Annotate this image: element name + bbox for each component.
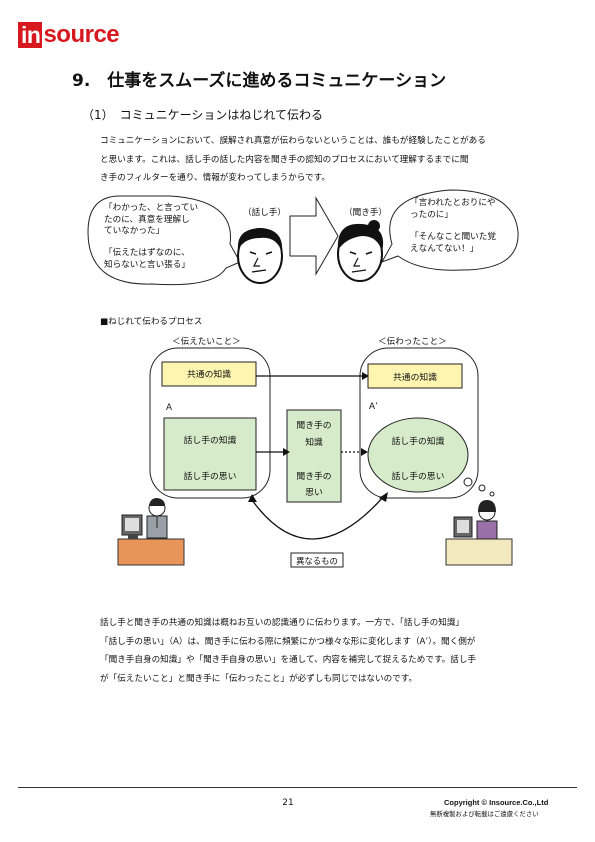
left-section-label: ＜伝えたいこと＞ [172,337,241,347]
listener-label: （聞き手） [344,208,387,218]
section-subtitle: （1） コミュニケーションはねじれて伝わる [82,108,324,122]
footer-divider [18,787,577,788]
quote-line: ていなかった」 [104,226,165,236]
received-thought-bubble [367,417,469,493]
left-speech-bubble [87,195,241,286]
diagram-caption: ■ねじれて伝わるプロセス [100,317,203,327]
label-a-prime: A’ [369,402,378,412]
conclusion-line: 話し手と聞き手の共通の知識は概ねお互いの認識通りに伝わります。一方で、「話し手の… [100,618,465,628]
conclusion-paragraph: 話し手と聞き手の共通の知識は概ねお互いの認識通りに伝わります。一方で、「話し手の… [100,614,530,688]
logo-in: in [18,22,43,48]
different-box [290,552,344,568]
right-quote-2: 「そんなこと聞いた覚 えなんてない！」 [410,232,496,255]
common-knowledge-right: 共通の知識 [393,373,437,383]
quote-line: えなんてない！」 [410,243,479,254]
logo-source: source [43,21,120,48]
speaker-knowledge: 話し手の知識 [183,436,237,446]
intro-line: き手のフィルターを通り、情報が変わってしまうからです。 [100,173,330,183]
copyright: Copyright © Insource.Co.,Ltd [444,798,549,807]
listener-thought-line: 思い [305,488,323,498]
common-knowledge-left-box [161,361,257,387]
left-quote-1: 「わかった、と言ってい たのに、真意を理解し ていなかった」 [104,203,198,238]
quote-line: 知らないと言い張る」 [104,259,190,270]
received-knowledge: 話し手の知識 [391,437,445,447]
intro-line: と思います。これは、話し手の話した内容を聞き手の認知のプロセスにおいて理解するま… [100,154,469,165]
listener-knowledge-line: 知識 [305,438,323,448]
listener-face [337,220,384,282]
speaker-face [237,228,283,284]
listener-filter-box [286,409,342,503]
transfer-arrow [289,196,339,276]
quote-line: 「わかった、と言ってい [104,203,199,213]
listener-thought: 聞き手の 思い [287,469,341,501]
quote-line: 「伝えたはずなのに、 [104,248,190,258]
listener-knowledge-line: 聞き手の [296,421,332,431]
listener-knowledge: 聞き手の 知識 [287,418,341,452]
right-quote-1: 「言われたとおりにや ったのに」 [410,198,496,221]
conclusion-line: が「伝えたいこと」と聞き手に「伝わったこと」が必ずしも同じではないのです。 [100,673,418,684]
different-label: 異なるもの [296,556,338,566]
speaker-desk-illustration [117,498,185,566]
quote-line: 「そんなこと聞いた覚 [410,232,496,242]
insource-logo: in source [18,21,120,48]
speaker-box [163,417,257,491]
received-thought: 話し手の思い [391,472,445,482]
right-speech-bubble [380,189,519,271]
page-number: 21 [282,798,294,808]
right-section-label: ＜伝わったこと＞ [378,337,447,347]
intro-paragraph: コミュニケーションにおいて、誤解され真意が伝わらないということは、誰もが経験した… [100,132,530,188]
label-a: A [166,403,173,413]
conclusion-line: 「話し手の思い」（A）は、聞き手に伝わる際に頻繁にかつ様々な形に変化します（A’… [100,636,476,647]
quote-line: ったのに」 [410,209,453,220]
intro-line: コミュニケーションにおいて、誤解され真意が伝わらないということは、誰もが経験した… [100,136,486,146]
listener-desk-illustration [445,500,513,566]
listener-thought-line: 聞き手の [296,472,332,482]
speaker-thought: 話し手の思い [183,472,237,482]
reproduction-notice: 無断複製および転載はご遠慮ください [430,810,539,818]
common-arrow-head [362,372,369,380]
conclusion-line: 「聞き手自身の知識」や「聞き手自身の思い」を通して、内容を補完して捉えるためです… [100,655,477,665]
quote-line: たのに、真意を理解し [104,214,190,225]
common-knowledge-left: 共通の知識 [187,370,231,380]
speaker-label: （話し手） [243,208,286,218]
left-quote-2: 「伝えたはずなのに、 知らないと言い張る」 [104,248,190,271]
common-knowledge-right-box [367,363,463,389]
quote-line: 「言われたとおりにや [410,198,496,208]
page-title: 9. 仕事をスムーズに進めるコミュニケーション [72,71,447,91]
